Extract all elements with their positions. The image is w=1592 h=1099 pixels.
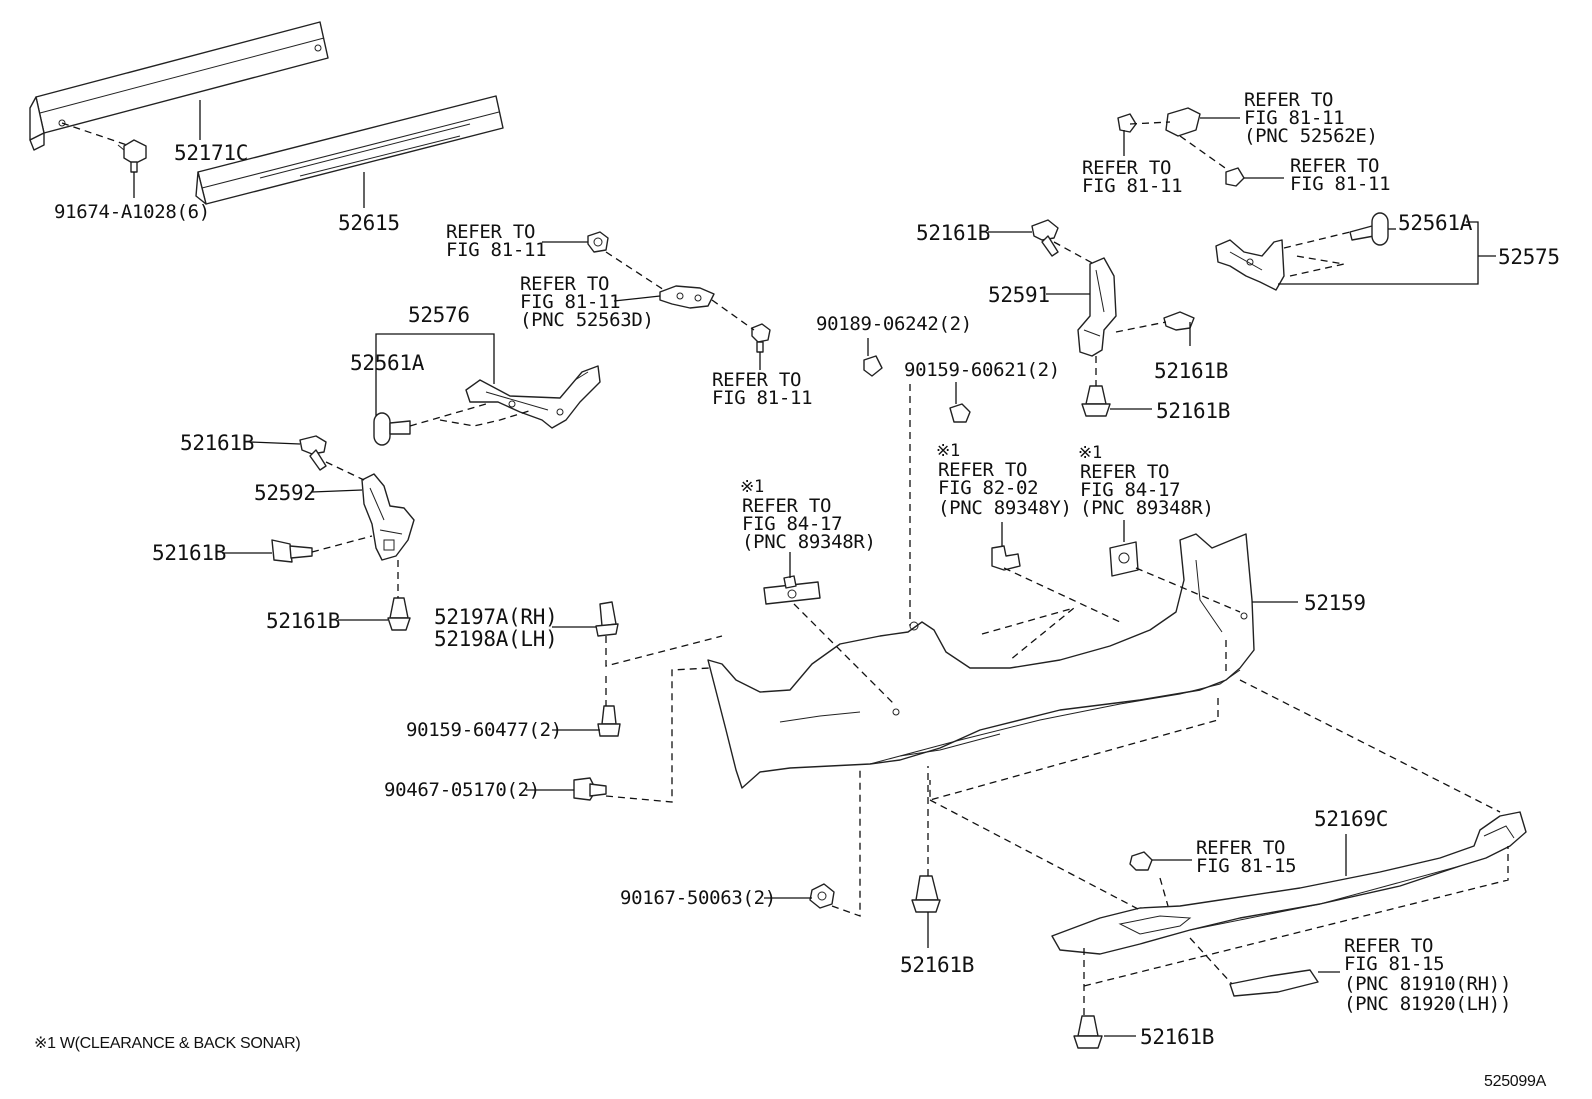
label-90159-60477: 90159-60477(2): [406, 719, 562, 741]
bracket-52563d-drawing: [659, 285, 715, 309]
leader-lines: [133, 100, 1496, 1037]
label-52161b-top: 52161B: [916, 221, 990, 245]
label-s1-r-3: (PNC 89348R): [1080, 497, 1214, 519]
retainer-52575-drawing: [1215, 239, 1285, 291]
reflector-drawing: [1229, 969, 1319, 997]
screw-90159-60621-drawing: [949, 403, 971, 423]
label-ref-c-1: REFER TO: [712, 369, 801, 391]
label-52161b-left-1: 52161B: [180, 431, 254, 455]
clip-52161b-left-upper-drawing: [299, 435, 327, 471]
label-ref-br1-2: FIG 81-15: [1196, 855, 1296, 877]
label-90189: 90189-06242(2): [816, 313, 972, 335]
screw-ref-81-11-drawing: [751, 323, 771, 353]
clip-ref-81-15-drawing: [1129, 851, 1153, 871]
label-52161b-bottom-center: 52161B: [900, 953, 974, 977]
label-52575: 52575: [1498, 245, 1560, 269]
clip-90467-05170-drawing: [573, 777, 607, 801]
label-52615: 52615: [338, 211, 400, 235]
label-52592: 52592: [254, 481, 316, 505]
label-52171c: 52171C: [174, 141, 248, 165]
clip-52161b-top-right-drawing: [1031, 219, 1059, 257]
label-s1-r-1: REFER TO: [1080, 461, 1169, 483]
label-ref-b-1: REFER TO: [520, 273, 609, 295]
retainer-52576-drawing: [465, 365, 601, 429]
label-52576: 52576: [408, 303, 470, 327]
label-52161b-left-2: 52161B: [152, 541, 226, 565]
label-ref-tr-1: REFER TO: [1244, 89, 1333, 111]
label-52161b-bottom-right: 52161B: [1140, 1025, 1214, 1049]
label-ref-br2-2: FIG 81-15: [1344, 953, 1444, 975]
label-s1-r-mark: ※1: [1078, 443, 1102, 463]
nut-90189-06242-drawing: [863, 355, 883, 377]
label-s1-r-2: FIG 84-17: [1080, 479, 1180, 501]
label-ref-trr-1: REFER TO: [1290, 155, 1379, 177]
assembly-dashed-lines: [61, 121, 1509, 1016]
label-52161b-left-3: 52161B: [266, 609, 340, 633]
screw-90159-60477-drawing: [597, 705, 621, 737]
bolt-52561a-right-drawing: [1349, 212, 1389, 246]
footnote: ※1 W(CLEARANCE & BACK SONAR): [34, 1035, 300, 1052]
label-ref-c-2: FIG 81-11: [712, 387, 812, 409]
label-ref-trl-1: REFER TO: [1082, 157, 1171, 179]
sensor-bracket-right-drawing: [1109, 541, 1139, 577]
label-90159-60621: 90159-60621(2): [904, 359, 1060, 381]
clip-52161b-right-lower-drawing: [1081, 385, 1111, 417]
label-ref-tr-2: FIG 81-11: [1244, 107, 1344, 129]
label-s1-mid-mark: ※1: [740, 477, 764, 497]
label-ref-trr-2: FIG 81-11: [1290, 173, 1390, 195]
label-s1-c-mark: ※1: [936, 441, 960, 461]
label-s1-mid-3: (PNC 89348R): [742, 531, 876, 553]
clip-52161b-bottom-center-drawing: [911, 875, 941, 913]
side-bracket-52591-drawing: [1077, 257, 1117, 357]
lower-spoiler-52169c-drawing: [1051, 811, 1527, 955]
label-ref-b-2: FIG 81-11: [520, 291, 620, 313]
clip-52161b-left-lower-drawing: [387, 597, 411, 631]
bumper-cover-52159-drawing: [707, 533, 1255, 789]
clip-52161b-left-middle-drawing: [271, 539, 313, 563]
clip-drawing: [587, 231, 609, 253]
label-ref-tr-3: (PNC 52562E): [1244, 125, 1378, 147]
label-ref-br1-1: REFER TO: [1196, 837, 1285, 859]
label-90467: 90467-05170(2): [384, 779, 540, 801]
part-labels: 52171C 91674-A1028(6) 52615 REFER TO FIG…: [54, 89, 1560, 1049]
absorber-52615-drawing: [195, 95, 504, 205]
label-ref-br2-3: (PNC 81910(RH)): [1344, 973, 1511, 995]
label-52561a-left: 52561A: [350, 351, 425, 375]
label-s1-mid-1: REFER TO: [742, 495, 831, 517]
diagram-id: 525099A: [1484, 1073, 1547, 1090]
label-90167: 90167-50063(2): [620, 887, 776, 909]
bracket-52562e-drawing: [1117, 107, 1245, 187]
sensor-bracket-mid-drawing: [763, 575, 821, 605]
label-ref-a-2: FIG 81-11: [446, 239, 546, 261]
label-52561a-right: 52561A: [1398, 211, 1473, 235]
label-s1-c-2: FIG 82-02: [938, 477, 1038, 499]
clip-52161b-bottom-right-drawing: [1073, 1015, 1103, 1049]
label-52159: 52159: [1304, 591, 1366, 615]
label-52161b-right-1: 52161B: [1154, 359, 1228, 383]
label-52198a: 52198A(LH): [434, 627, 557, 651]
label-ref-b-3: (PNC 52563D): [520, 309, 654, 331]
label-s1-mid-2: FIG 84-17: [742, 513, 842, 535]
label-ref-br2-1: REFER TO: [1344, 935, 1433, 957]
label-52169c: 52169C: [1314, 807, 1388, 831]
label-52197a: 52197A(RH): [434, 605, 557, 629]
label-ref-trl-2: FIG 81-11: [1082, 175, 1182, 197]
side-bracket-52592-drawing: [361, 473, 415, 561]
label-91674: 91674-A1028(6): [54, 201, 210, 223]
label-s1-c-3: (PNC 89348Y): [938, 497, 1072, 519]
label-52591: 52591: [988, 283, 1050, 307]
label-ref-br2-4: (PNC 81920(LH)): [1344, 993, 1511, 1015]
bolt-91674-drawing: [117, 139, 147, 173]
label-ref-a-1: REFER TO: [446, 221, 535, 243]
clip-52197a-drawing: [595, 601, 619, 637]
reinforcement-52171c-drawing: [29, 21, 329, 151]
sensor-bracket-center-drawing: [991, 545, 1021, 571]
label-52161b-right-2: 52161B: [1156, 399, 1230, 423]
nut-90167-50063-drawing: [809, 883, 835, 909]
label-s1-c-1: REFER TO: [938, 459, 1027, 481]
bolt-52561a-left-drawing: [373, 412, 411, 446]
